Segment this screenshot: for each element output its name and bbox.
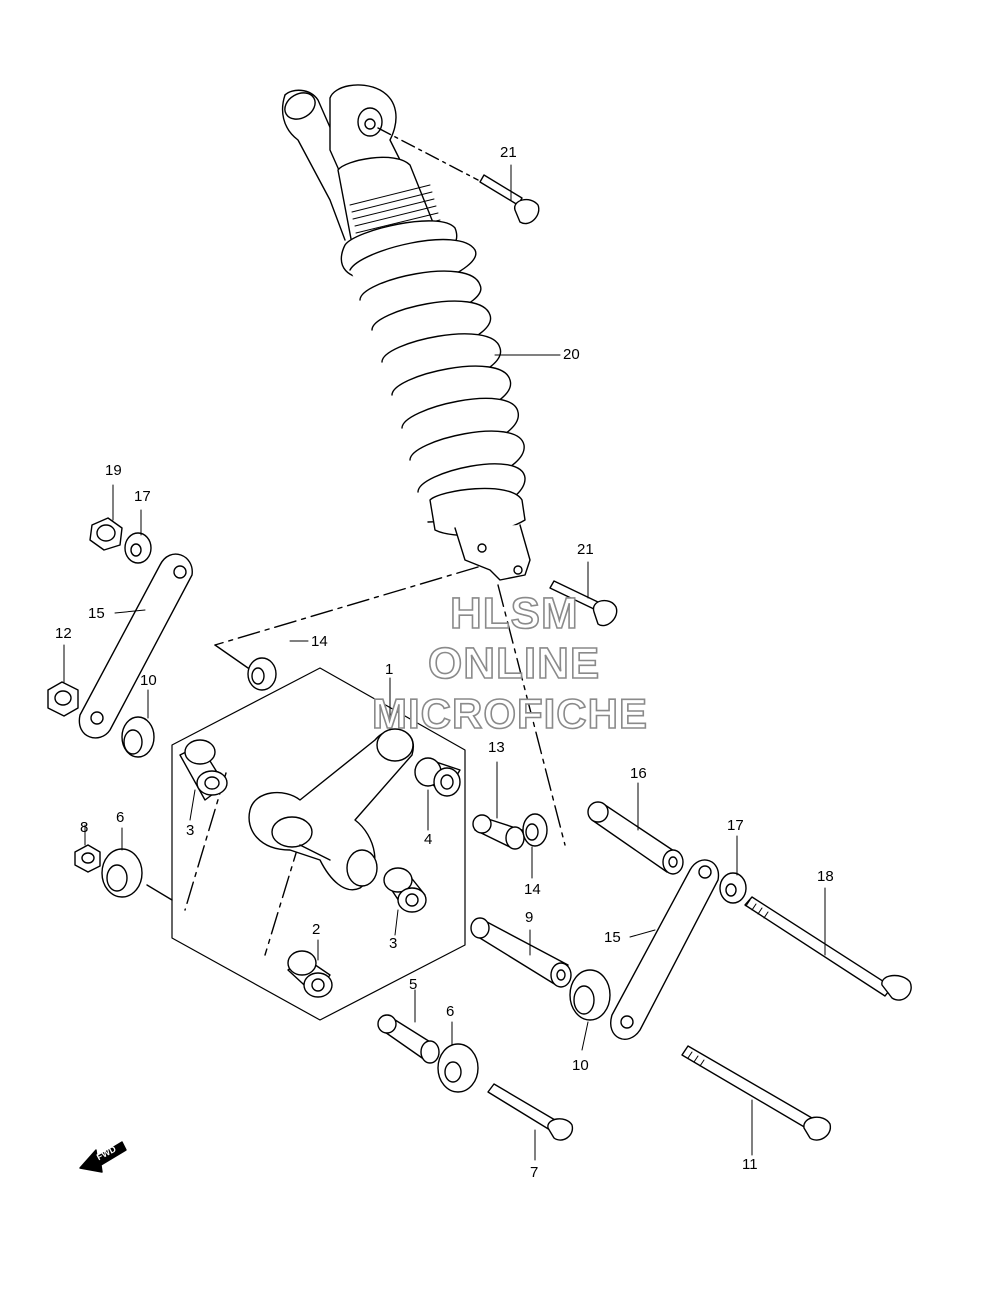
callout-2: 2	[312, 921, 321, 938]
linkage-group-outline	[171, 667, 466, 1021]
bearing-3-lower	[383, 867, 427, 913]
callout-16: 16	[630, 765, 647, 782]
callout-8: 8	[80, 819, 89, 836]
callout-4: 4	[424, 831, 433, 848]
bolt-11	[681, 1045, 832, 1141]
shock-absorber-20	[281, 84, 531, 581]
bush-6-lower	[437, 1043, 479, 1093]
callout-10-right: 10	[572, 1057, 589, 1074]
callout-9: 9	[525, 909, 534, 926]
assembly-guide-lines	[184, 566, 566, 956]
callout-21-top: 21	[500, 144, 517, 161]
callout-13: 13	[488, 739, 505, 756]
bush-10-left	[121, 716, 155, 758]
bearing-2	[287, 950, 333, 998]
callout-3-lower: 3	[389, 935, 398, 952]
cushion-lever-1	[248, 728, 415, 891]
callout-17-right: 17	[727, 817, 744, 834]
fwd-arrow-icon	[79, 1141, 127, 1173]
callout-7: 7	[530, 1164, 539, 1181]
callout-14-top: 14	[311, 633, 328, 650]
callout-1: 1	[385, 661, 394, 678]
callout-18: 18	[817, 868, 834, 885]
callout-19: 19	[105, 462, 122, 479]
callout-3-upper: 3	[186, 822, 195, 839]
callout-21-lower: 21	[577, 541, 594, 558]
watermark-line-1: HLSM	[449, 589, 579, 638]
watermark-line-3: MICROFICHE	[371, 690, 648, 737]
collar-14-top	[214, 644, 277, 691]
bolt-21-lower	[549, 580, 618, 627]
callout-11: 11	[742, 1156, 758, 1173]
nut-19	[89, 517, 123, 551]
callout-6-lower: 6	[446, 1003, 455, 1020]
washer-17-left	[124, 532, 152, 564]
callout-15-left: 15	[88, 605, 105, 622]
callout-10-left: 10	[140, 672, 157, 689]
bush-6-left	[101, 848, 173, 901]
spacer-16	[587, 801, 684, 875]
callout-14-lower: 14	[524, 881, 541, 898]
spacer-5	[377, 1014, 440, 1064]
leader-lines	[63, 164, 826, 1161]
bearing-3-upper	[179, 739, 228, 801]
nut-12	[47, 681, 79, 717]
callout-6-left: 6	[116, 809, 125, 826]
callout-15-right: 15	[604, 929, 621, 946]
spacer-9	[470, 917, 572, 988]
callout-5: 5	[409, 976, 418, 993]
cushion-rod-15-right	[610, 859, 720, 1040]
callout-12: 12	[55, 625, 72, 642]
bearing-4	[414, 757, 461, 797]
nut-8	[74, 844, 101, 873]
collar-13	[472, 814, 525, 850]
bolt-18	[744, 896, 912, 1001]
callout-20: 20	[563, 346, 580, 363]
callout-17-left: 17	[134, 488, 151, 505]
bush-10-right	[569, 969, 611, 1021]
watermark-line-2: ONLINE	[427, 639, 601, 688]
cushion-rod-15-left	[78, 553, 193, 739]
washer-17-right	[719, 872, 747, 904]
bolt-7	[487, 1083, 574, 1141]
collar-14-lower	[522, 813, 548, 847]
